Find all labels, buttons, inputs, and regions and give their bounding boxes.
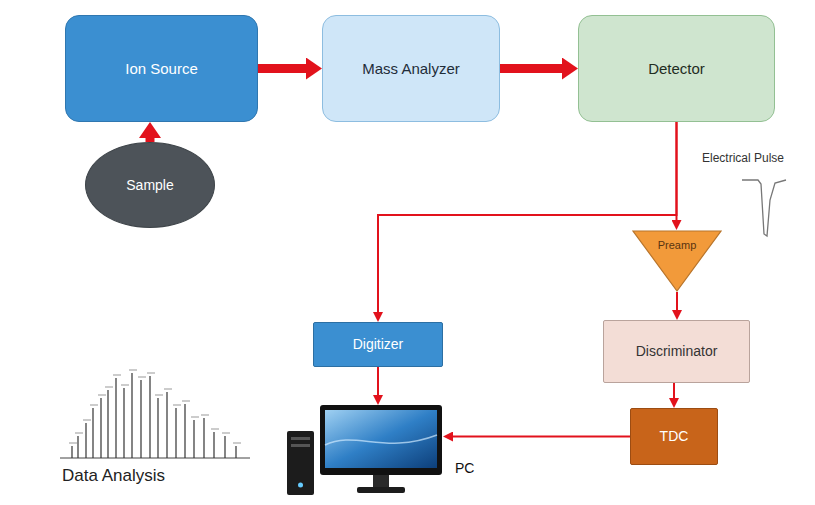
signal-label: Electrical Pulse [702, 151, 784, 165]
signal-wire [453, 436, 630, 438]
node-label: Ion Source [125, 60, 198, 77]
mass-analyzer-box: Mass Analyzer [322, 15, 500, 122]
node-label: PC [455, 460, 474, 476]
node-label: Digitizer [353, 336, 404, 352]
preamp-triangle: Preamp [632, 230, 722, 292]
tdc-box: TDC [630, 408, 718, 465]
discriminator-box: Discriminator [603, 320, 750, 383]
node-label: Mass Analyzer [362, 60, 460, 77]
computer-icon [285, 405, 445, 497]
node-label: Preamp [658, 239, 697, 252]
node-label: TDC [660, 428, 689, 444]
flow-arrow [258, 64, 306, 73]
detector-box: Detector [578, 15, 775, 122]
caption-label: Data Analysis [62, 466, 165, 486]
signal-wire [378, 122, 677, 312]
node-label: Detector [648, 60, 705, 77]
node-label: Discriminator [636, 343, 718, 359]
signal-wire [676, 122, 678, 220]
pulse-waveform [742, 180, 786, 236]
digitizer-box: Digitizer [313, 322, 443, 367]
signal-wire [377, 367, 379, 395]
ion-source-box: Ion Source [65, 15, 258, 122]
pc-computer: PC [285, 405, 480, 497]
flow-arrow [500, 64, 562, 73]
spectrum-plot [60, 370, 250, 458]
signal-wire [676, 292, 678, 310]
node-label: Sample [126, 177, 173, 193]
signal-wire [673, 383, 675, 398]
sample-ellipse: Sample [85, 142, 215, 228]
